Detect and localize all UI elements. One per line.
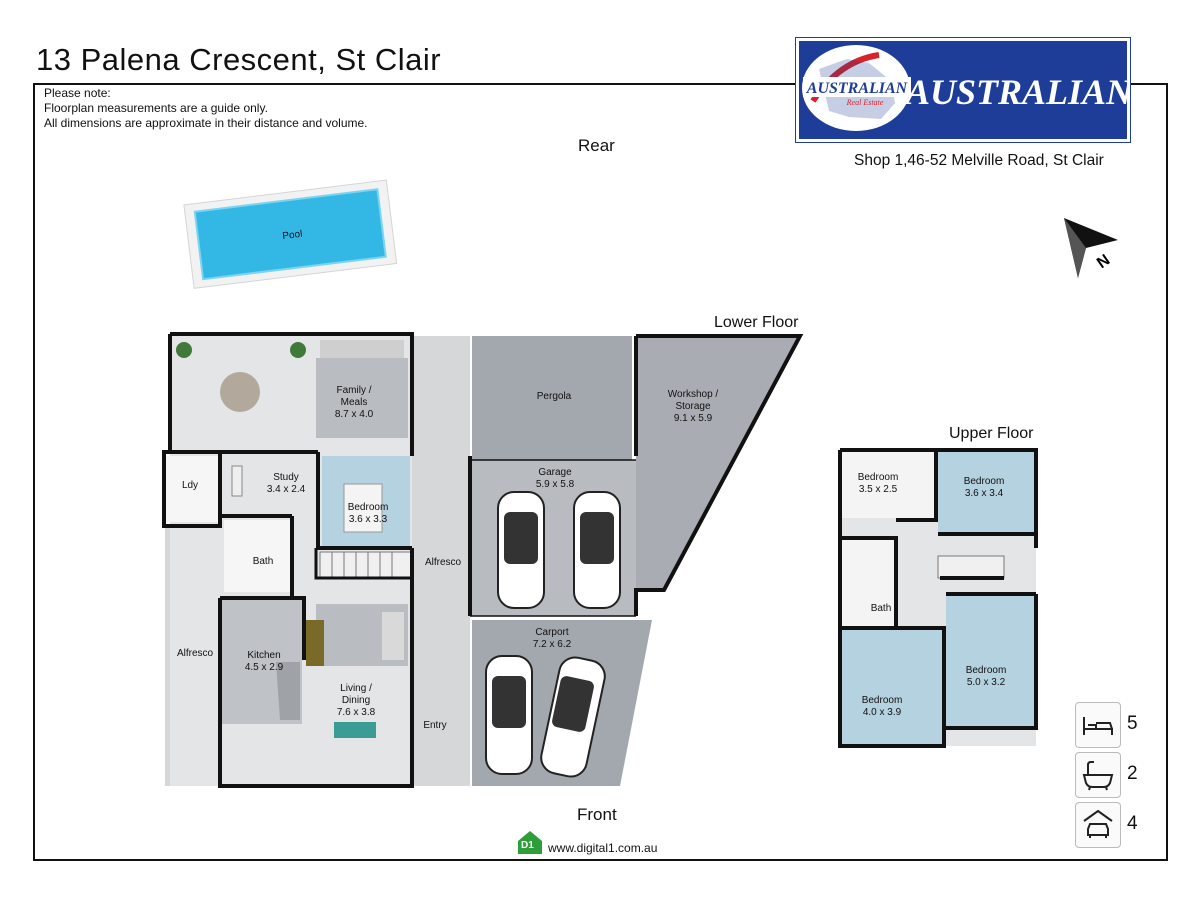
room-upper-bedroom-2-name: Bedroom xyxy=(963,476,1005,487)
logo-badge-text: AUSTRALIAN xyxy=(806,80,909,97)
bed-icon xyxy=(1075,702,1121,748)
room-study-size: 3.4 x 2.4 xyxy=(266,484,306,495)
lower-floor-plan xyxy=(162,332,804,788)
room-alfresco-left: Alfresco xyxy=(176,648,214,659)
room-garage-name: Garage xyxy=(538,467,572,478)
room-upper-bedroom-1-name: Bedroom xyxy=(857,472,899,483)
room-carport-size: 7.2 x 6.2 xyxy=(532,639,572,650)
room-upper-bedroom-3-name: Bedroom xyxy=(861,695,903,706)
room-garage: Garage 5.9 x 5.8 xyxy=(530,467,580,491)
room-family-size: 8.7 x 4.0 xyxy=(334,409,374,420)
room-entry: Entry xyxy=(423,720,447,731)
page-title: 13 Palena Crescent, St Clair xyxy=(36,42,442,77)
digital1-logo: D1 xyxy=(516,829,544,855)
room-kitchen-name: Kitchen xyxy=(247,650,281,661)
agency-address: Shop 1,46-52 Melville Road, St Clair xyxy=(854,152,1104,169)
bedroom-count: 5 xyxy=(1127,713,1138,734)
room-workshop-name: Workshop / Storage xyxy=(667,389,719,412)
upper-floor-label: Upper Floor xyxy=(949,425,1034,442)
bathroom-count: 2 xyxy=(1127,763,1138,784)
room-upper-bedroom-4-size: 5.0 x 3.2 xyxy=(966,677,1006,688)
room-family: Family / Meals 8.7 x 4.0 xyxy=(322,385,386,421)
room-upper-bedroom-2: Bedroom 3.6 x 3.4 xyxy=(958,476,1010,500)
room-bedroom-lower-name: Bedroom xyxy=(347,502,389,513)
parking-count: 4 xyxy=(1127,813,1138,834)
front-label: Front xyxy=(577,805,617,824)
room-upper-bedroom-1: Bedroom 3.5 x 2.5 xyxy=(852,472,904,496)
logo-graphic: AUSTRALIAN Real Estate AUSTRALIAN xyxy=(802,45,1134,131)
disclaimer-notes: Please note: Floorplan measurements are … xyxy=(44,86,368,131)
room-upper-bedroom-3: Bedroom 4.0 x 3.9 xyxy=(856,695,908,719)
rear-label: Rear xyxy=(578,136,615,155)
pool-label: Pool xyxy=(282,229,303,242)
room-upper-bedroom-3-size: 4.0 x 3.9 xyxy=(862,707,902,718)
room-upper-bedroom-1-size: 3.5 x 2.5 xyxy=(858,484,898,495)
room-carport: Carport 7.2 x 6.2 xyxy=(526,627,578,651)
north-label: N xyxy=(1094,252,1113,273)
room-kitchen-size: 4.5 x 2.9 xyxy=(244,662,284,673)
room-living: Living / Dining 7.6 x 3.8 xyxy=(328,683,384,719)
footer-url[interactable]: www.digital1.com.au xyxy=(548,841,658,855)
room-study-name: Study xyxy=(273,472,299,483)
upper-floor-plan xyxy=(838,448,1038,748)
agency-logo: AUSTRALIAN Real Estate AUSTRALIAN xyxy=(795,37,1134,143)
bathtub-icon xyxy=(1075,752,1121,798)
room-upper-bath: Bath xyxy=(870,603,892,614)
room-bedroom-lower-size: 3.6 x 3.3 xyxy=(348,514,388,525)
plan-frame xyxy=(33,83,1168,861)
room-alfresco-mid: Alfresco xyxy=(424,557,462,568)
room-kitchen: Kitchen 4.5 x 2.9 xyxy=(238,650,290,674)
notes-heading: Please note: xyxy=(44,86,111,100)
room-family-name: Family / Meals xyxy=(336,385,372,408)
room-bath-lower: Bath xyxy=(252,556,274,567)
car-garage-icon xyxy=(1075,802,1121,848)
room-study: Study 3.4 x 2.4 xyxy=(256,472,316,496)
room-living-name: Living / Dining xyxy=(340,683,372,706)
room-bedroom-lower: Bedroom 3.6 x 3.3 xyxy=(340,502,396,526)
room-garage-size: 5.9 x 5.8 xyxy=(535,479,575,490)
notes-line-1: Floorplan measurements are a guide only. xyxy=(44,101,268,115)
notes-line-2: All dimensions are approximate in their … xyxy=(44,116,368,130)
room-upper-bedroom-4-name: Bedroom xyxy=(965,665,1007,676)
room-carport-name: Carport xyxy=(535,627,569,638)
room-pergola: Pergola xyxy=(536,391,572,402)
room-upper-bedroom-2-size: 3.6 x 3.4 xyxy=(964,488,1004,499)
room-upper-bedroom-4: Bedroom 5.0 x 3.2 xyxy=(960,665,1012,689)
pool: Pool xyxy=(183,179,398,289)
digital1-badge: D1 xyxy=(521,840,534,851)
logo-wordmark: AUSTRALIAN xyxy=(904,72,1127,112)
room-workshop: Workshop / Storage 9.1 x 5.9 xyxy=(660,389,726,425)
logo-badge-sub: Real Estate xyxy=(846,98,884,107)
room-laundry: Ldy xyxy=(181,480,199,491)
lower-floor-label: Lower Floor xyxy=(714,314,799,331)
room-workshop-size: 9.1 x 5.9 xyxy=(673,413,713,424)
room-living-size: 7.6 x 3.8 xyxy=(336,707,376,718)
north-arrow-icon: N xyxy=(1064,218,1118,278)
